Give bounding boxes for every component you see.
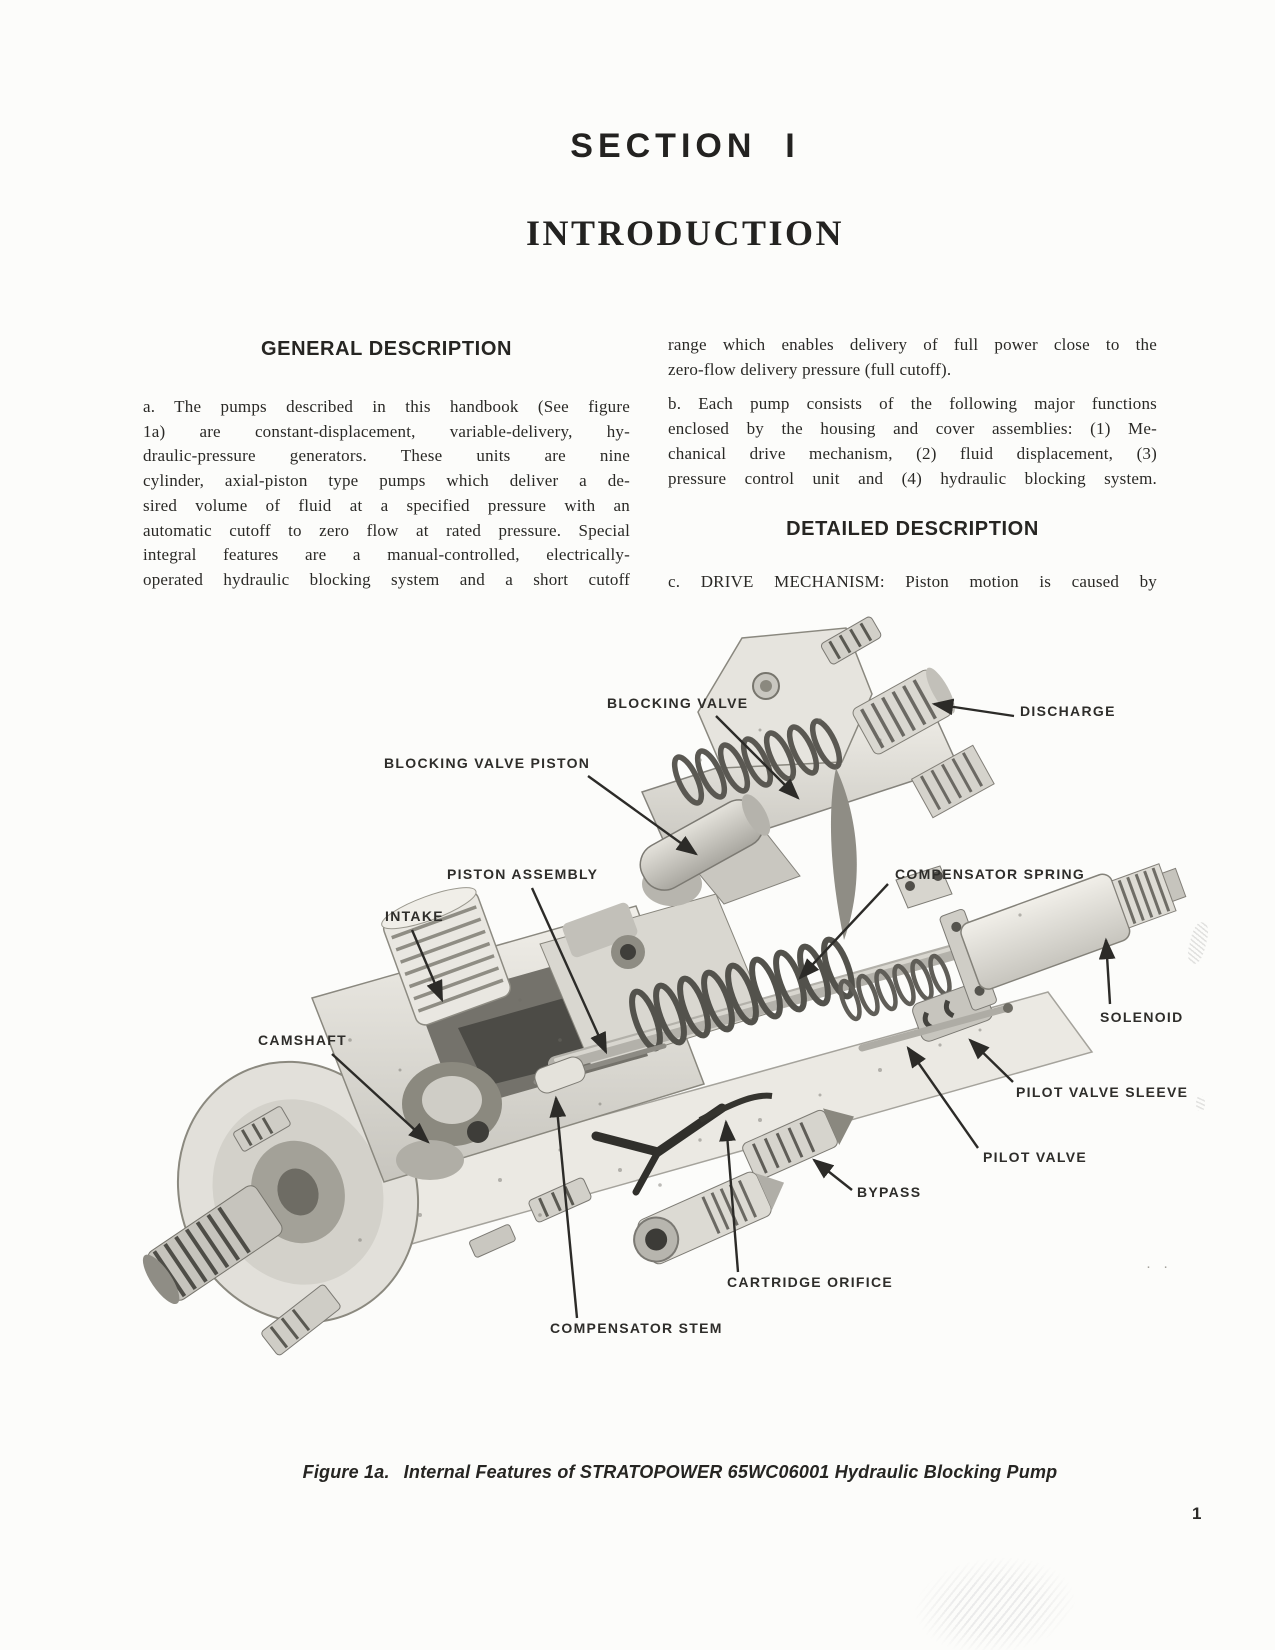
discharge-part	[852, 667, 955, 755]
pump-housing	[311, 905, 705, 1183]
page-title: INTRODUCTION	[525, 213, 845, 253]
compensator-spring-part	[629, 936, 855, 1052]
compensator-rod	[548, 940, 976, 1072]
internal-tubing	[591, 1092, 773, 1196]
bypass-part	[742, 1108, 854, 1181]
scan-artifact-mark	[1196, 1096, 1205, 1111]
leader-lines	[331, 698, 1116, 1319]
figure-label-solenoid: SOLENOID	[1100, 1009, 1184, 1025]
paragraph-intro-line: range which enables delivery of full pow…	[668, 335, 1157, 354]
figure-label-pilot-valve: PILOT VALVE	[983, 1149, 1088, 1165]
figure-label-blocking-valve-piston: BLOCKING VALVE PISTON	[384, 755, 591, 771]
blocking-valve-spring	[671, 718, 843, 806]
figure-label-cartridge-orifice: CARTRIDGE ORIFICE	[727, 1274, 893, 1290]
blocking-valve-piston-part	[639, 794, 771, 891]
figure-label-compensator-spring: COMPENSATOR SPRING	[895, 866, 1086, 882]
compensator-stem-part	[533, 1043, 667, 1094]
piston-assembly-part	[539, 893, 767, 1069]
scan-artifact-dots: · ·	[1146, 1258, 1173, 1275]
crescent-shadow	[830, 768, 857, 940]
general-description-heading: GENERAL DESCRIPTION	[260, 338, 513, 360]
paragraph-b-line: enclosed by the housing and cover assemb…	[668, 419, 1157, 439]
figure-caption: Figure 1a. Internal Features of STRATOPOW…	[170, 1462, 1190, 1483]
paragraph-b-line: pressure control unit and (4) hydraulic …	[668, 468, 1157, 488]
paragraph-a-line: 1a) are constant-displacement, variable-…	[143, 421, 630, 441]
scan-artifact-mark	[1185, 920, 1211, 966]
paragraph-a-line: operated hydraulic blocking system and a…	[143, 569, 630, 589]
deck-bolts	[469, 1177, 592, 1258]
figure-label-discharge: DISCHARGE	[1020, 703, 1116, 719]
pump-base-deck	[266, 991, 1094, 1273]
section-title: SECTION I	[570, 127, 800, 165]
pilot-spring-part	[838, 953, 952, 1022]
left-column: GENERAL DESCRIPTION a. The pumps describ…	[143, 338, 630, 593]
paragraph-a-line: automatic cutoff to zero flow at rated p…	[143, 520, 630, 540]
paragraph-a-line: sired volume of fluid at a specified pre…	[143, 495, 630, 515]
figure-label-compensator-stem: COMPENSATOR STEM	[550, 1320, 723, 1336]
figure-label-intake: INTAKE	[385, 908, 444, 924]
front-flange-and-shaft	[142, 1060, 420, 1356]
discharge-coil	[910, 744, 995, 819]
solenoid-part	[939, 863, 1187, 1011]
paragraph-intro-line: zero-flow delivery pressure (full cutoff…	[668, 359, 952, 379]
paragraph-b-line: b. Each pump consists of the following m…	[668, 394, 1157, 414]
paragraph-b: b. Each pump consists of the following m…	[668, 392, 1157, 491]
fingerprint-smudge	[910, 1549, 1080, 1650]
figure-label-blocking-valve: BLOCKING VALVE	[607, 695, 749, 711]
paragraph-a-line: integral features are a manual-controlle…	[143, 545, 630, 565]
paragraph-c-line: c. DRIVE MECHANISM: Piston motion is cau…	[668, 572, 1157, 592]
pilot-valve-part	[858, 1003, 1013, 1052]
figure-label-pilot-valve-sleeve: PILOT VALVE SLEEVE	[1016, 1084, 1189, 1100]
figure-label-bypass: BYPASS	[857, 1184, 922, 1200]
paragraph-b-line: chanical drive mechanism, (2) fluid disp…	[668, 443, 1157, 463]
paragraph-a-line: cylinder, axial-piston type pumps which …	[143, 471, 630, 491]
detailed-description-heading: DETAILED DESCRIPTION	[786, 518, 1039, 541]
pilot-valve-sleeve-part	[912, 981, 993, 1042]
blocking-valve-assembly	[640, 616, 960, 906]
figure-label-camshaft: CAMSHAFT	[258, 1032, 347, 1048]
right-column: range which enables delivery of full pow…	[668, 333, 1157, 595]
figure-caption-text: Internal Features of STRATOPOWER 65WC060…	[403, 1462, 1058, 1482]
figure-label-piston-assembly: PISTON ASSEMBLY	[447, 866, 599, 882]
paragraph-a-line: draulic-pressure generators. These units…	[143, 446, 630, 466]
intake-part	[381, 887, 512, 1026]
speckle-texture	[348, 718, 1022, 1242]
camshaft-part	[396, 1062, 502, 1180]
figure-caption-number: Figure 1a.	[302, 1462, 390, 1482]
cartridge-orifice-part	[633, 1171, 785, 1265]
page-number: 1	[1192, 1504, 1202, 1523]
paragraph-a-line: a. The pumps described in this handbook …	[143, 397, 630, 416]
